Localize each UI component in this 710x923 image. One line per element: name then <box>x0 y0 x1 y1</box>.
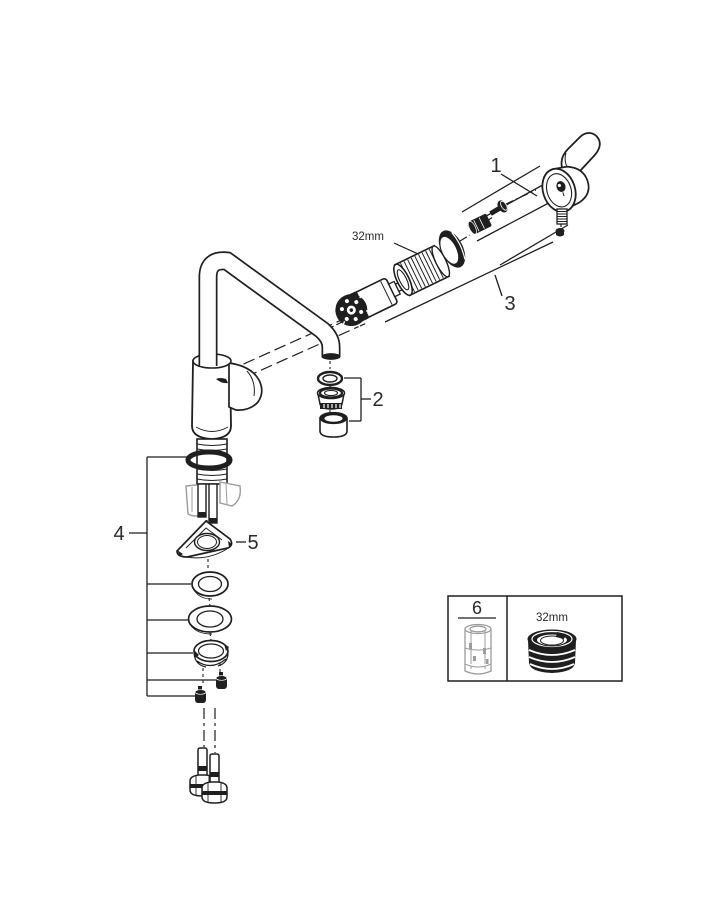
aerator-insert <box>316 386 346 410</box>
group2-bracket-lines <box>344 377 371 422</box>
clamp-ring <box>193 639 229 684</box>
dimension-label-cartridge-cap: 32mm <box>352 231 384 243</box>
supply-hoses <box>189 708 228 804</box>
kit-cap-32mm <box>527 629 577 673</box>
grub-screw <box>556 208 568 225</box>
dimension-label-kit-cap: 32mm <box>536 612 568 624</box>
plug-cap <box>555 228 565 237</box>
handle-nut <box>467 213 492 235</box>
handle-assembly <box>541 132 601 237</box>
washer-wide <box>187 605 233 641</box>
callout-6: 6 <box>472 598 482 618</box>
connection-tubes <box>185 481 242 532</box>
o-ring <box>185 449 233 471</box>
washer-thin <box>191 571 229 607</box>
group4-bracket-lines <box>129 456 216 697</box>
spout <box>198 251 341 366</box>
spout-outlet-tip <box>321 353 341 360</box>
callout-3: 3 <box>504 293 515 315</box>
callout-2: 2 <box>372 389 383 411</box>
callout-4: 4 <box>113 523 124 545</box>
cartridge-cap-32mm <box>393 244 451 297</box>
callout-1: 1 <box>490 155 501 177</box>
callout-5: 5 <box>247 532 258 554</box>
aerator-seal-ring <box>316 370 344 387</box>
threaded-shank <box>185 438 233 485</box>
group3-bracket-lines <box>384 241 554 323</box>
cartridge-housing <box>228 362 263 411</box>
handle-cap <box>541 165 590 213</box>
faucet-body <box>191 353 263 440</box>
aerator-sleeve <box>319 411 348 438</box>
gray-wedge-right <box>219 481 242 507</box>
cartridge-tool <box>464 623 492 675</box>
handle-screw <box>489 200 508 216</box>
service-kit-box <box>447 595 623 682</box>
hose-right <box>201 753 228 804</box>
escutcheon-ring <box>438 230 466 268</box>
mounting-screws <box>194 672 228 703</box>
aerator-group <box>316 361 348 438</box>
mounting-triangle <box>176 519 233 569</box>
